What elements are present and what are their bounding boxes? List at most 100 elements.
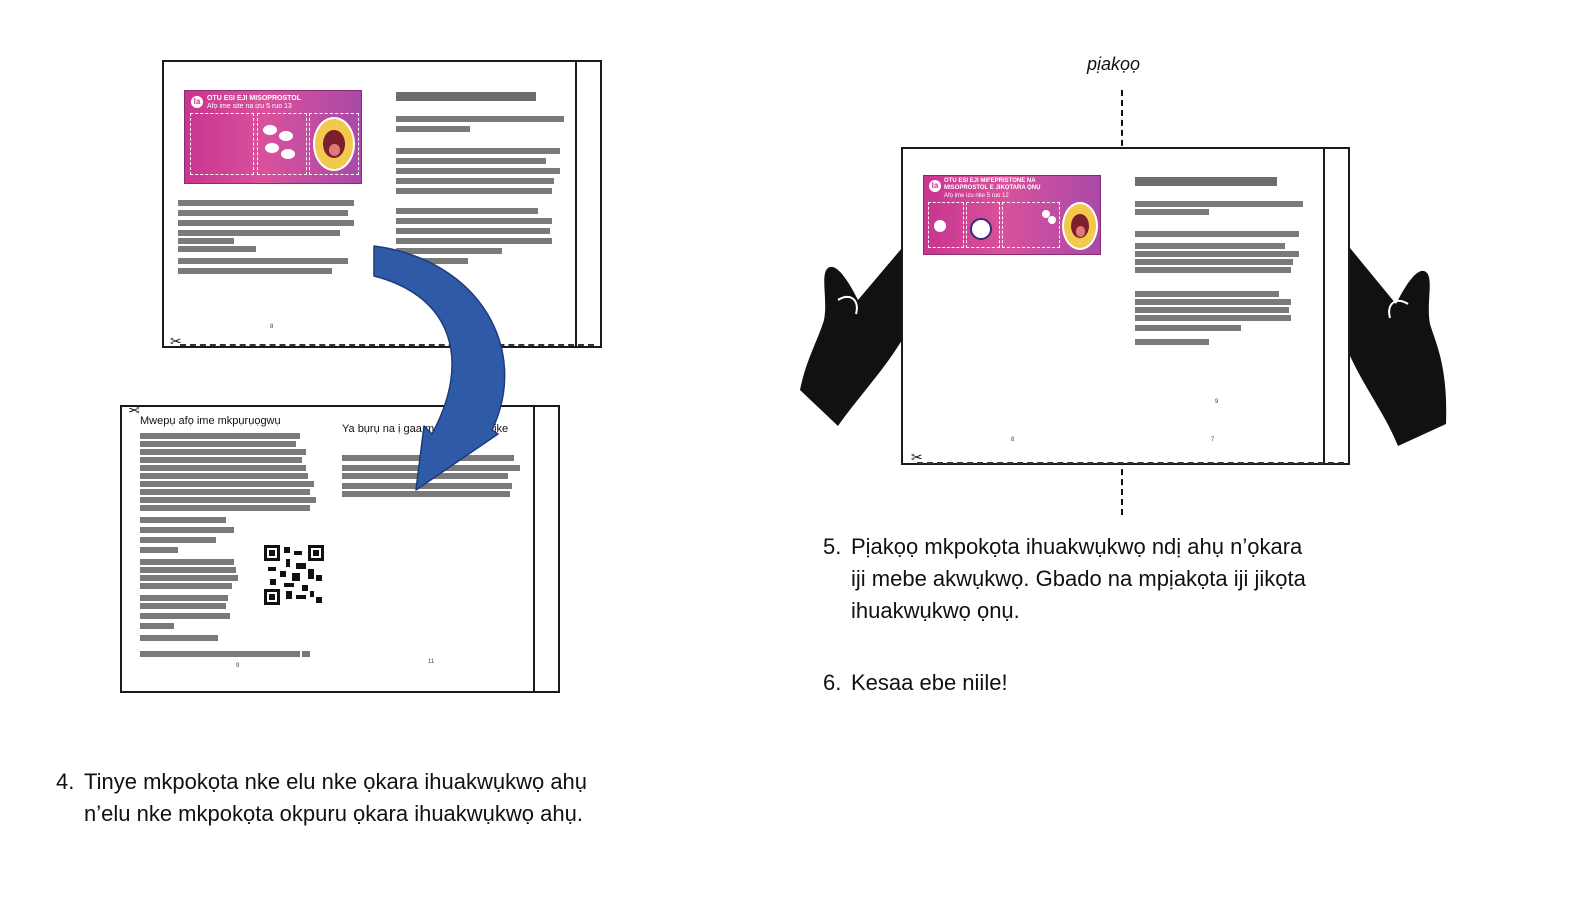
text-line — [178, 210, 348, 216]
text-line — [396, 168, 560, 174]
sheet-binding-line — [533, 407, 535, 691]
text-line — [140, 433, 300, 439]
text-line — [140, 567, 236, 573]
text-line — [1135, 231, 1299, 237]
step-number: 4. — [56, 769, 75, 794]
step-text: ihuakwụkwọ ọnụ. — [851, 598, 1020, 623]
text-line — [396, 158, 546, 164]
text-line — [140, 583, 232, 589]
text-line — [302, 651, 310, 657]
scissors-icon: ✂ — [170, 333, 182, 349]
page-number: 8 — [1011, 437, 1015, 443]
text-line — [140, 537, 216, 543]
combined-sheet: ✂ la OTU ESI EJI MIFEPRISTONE NA MISOPRO… — [901, 147, 1350, 465]
text-line — [1135, 177, 1277, 186]
text-line — [396, 248, 502, 254]
text-line — [178, 246, 256, 252]
pill-icon — [1042, 210, 1050, 218]
text-line — [140, 457, 302, 463]
text-line — [1135, 291, 1279, 297]
sheet-binding-line — [575, 62, 577, 346]
card-panel — [966, 202, 1000, 248]
step-5: 5. Pịakọọ mkpokọta ihuakwụkwọ ndị ahụ n’ọ… — [823, 531, 1463, 627]
card-panel — [257, 113, 307, 175]
pill-icon — [1048, 216, 1056, 224]
fold-label: pịakọọ — [1087, 54, 1141, 74]
page-number: 8 — [270, 324, 274, 330]
cut-line — [917, 462, 1344, 464]
text-line — [178, 258, 348, 264]
text-line — [1135, 315, 1291, 321]
scissors-icon: ✂ — [911, 449, 923, 465]
text-line — [140, 613, 230, 619]
step-text: Pịakọọ mkpokọta ihuakwụkwọ ndị ahụ n’ọka… — [851, 534, 1303, 559]
card-panel — [1002, 202, 1060, 248]
text-line — [140, 481, 314, 487]
cut-line — [180, 344, 594, 346]
mifepristone-info-card: la OTU ESI EJI MIFEPRISTONE NA MISOPROST… — [923, 175, 1101, 255]
step-text: n’elu nke mkpokọta okpuru ọkara ihuakwụk… — [84, 801, 583, 826]
section-heading: Mwepụ afọ ime mkpụrụọgwụ — [140, 415, 281, 427]
scissors-icon: ✂ — [128, 402, 140, 418]
text-line — [140, 635, 218, 641]
step-4: 4.Tinye mkpokọta nke elu nke ọkara ihuak… — [56, 766, 676, 830]
card-subtitle: Afọ ime izu nke 5 ruo 12 — [944, 193, 1009, 199]
card-panel — [928, 202, 964, 248]
text-line — [140, 651, 300, 657]
text-line — [396, 178, 554, 184]
page-number: 7 — [1211, 437, 1215, 443]
text-line — [140, 497, 316, 503]
text-line — [140, 575, 238, 581]
text-line — [178, 268, 332, 274]
logo-icon: la — [929, 180, 941, 192]
step-number: 6. — [823, 670, 842, 695]
text-line — [342, 483, 512, 489]
text-line — [178, 220, 354, 226]
pill-icon — [281, 149, 295, 159]
text-line — [1135, 201, 1303, 207]
pill-icon — [263, 125, 277, 135]
step-text: Kesaa ebe niile! — [851, 670, 1008, 695]
text-line — [396, 188, 552, 194]
page-number: 9 — [1215, 399, 1219, 405]
text-line — [140, 623, 174, 629]
curved-arrow-icon — [373, 245, 506, 491]
pill-icon — [279, 131, 293, 141]
text-line — [140, 517, 226, 523]
step-number: 5. — [823, 534, 842, 559]
page-number: 9 — [236, 663, 240, 669]
qr-code — [264, 545, 324, 605]
pill-icon — [265, 143, 279, 153]
left-hand-icon — [800, 248, 902, 426]
text-line — [1135, 267, 1291, 273]
card-title: OTU ESI EJI MIFEPRISTONE NA MISOPROSTOL … — [944, 178, 1041, 191]
step-text: iji mebe akwụkwọ. Gbado na mpịakọta iji … — [851, 566, 1306, 591]
text-line — [140, 473, 308, 479]
text-line — [178, 230, 340, 236]
text-line — [1135, 325, 1241, 331]
card-panel — [190, 113, 254, 175]
text-line — [178, 200, 354, 206]
text-line — [396, 258, 468, 264]
text-line — [1135, 307, 1289, 313]
card-panel — [309, 113, 359, 175]
card-subtitle: Afọ ime site na izu 5 ruo 13 — [207, 103, 292, 110]
mouth-icon — [313, 117, 355, 171]
text-line — [396, 238, 552, 244]
misoprostol-info-card: la OTU ESI EJI MISOPROSTOL Afọ ime site … — [184, 90, 362, 184]
text-line — [396, 126, 470, 132]
sheet-binding-line — [1323, 149, 1325, 463]
text-line — [140, 547, 178, 553]
text-line — [396, 208, 538, 214]
text-line — [342, 491, 510, 497]
text-line — [1135, 259, 1293, 265]
card-title: OTU ESI EJI MISOPROSTOL — [207, 95, 301, 102]
pill-icon — [934, 220, 946, 232]
text-line — [140, 505, 310, 511]
text-line — [396, 218, 552, 224]
page-number: 11 — [428, 659, 435, 665]
text-line — [1135, 299, 1291, 305]
text-line — [140, 595, 228, 601]
text-line — [1135, 243, 1285, 249]
text-line — [140, 449, 306, 455]
